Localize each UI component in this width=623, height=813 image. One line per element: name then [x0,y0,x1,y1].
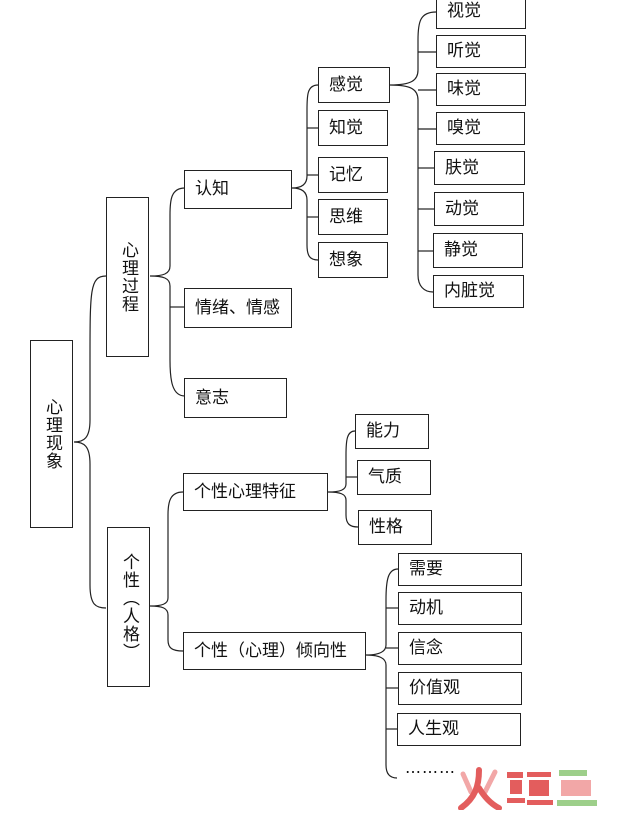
node-outlook-label: 人生观 [408,719,459,739]
node-smell: 嗅觉 [436,112,525,145]
node-taste: 味觉 [436,73,526,106]
node-character: 性格 [358,510,432,545]
node-process: 心理过程 [106,197,149,357]
node-taste-label: 味觉 [447,79,481,99]
node-traits: 个性心理特征 [183,473,328,511]
node-values-label: 价值观 [409,678,460,698]
node-memory-label: 记忆 [329,164,363,185]
node-motivation-label: 动机 [409,598,443,618]
node-cognition-label: 认知 [195,179,229,199]
node-will: 意志 [184,378,287,418]
node-personality: 个性（人格） [107,527,150,687]
node-skin-sense-label: 肤觉 [445,157,479,178]
node-root-label: 心理现象 [42,398,62,470]
node-hearing-label: 听觉 [447,41,481,61]
node-ability: 能力 [355,414,429,449]
carp-glyph-icon [507,772,553,805]
node-tendency: 个性（心理）倾向性 [183,632,366,670]
node-values: 价值观 [398,672,522,705]
node-cognition: 认知 [184,170,292,209]
node-ability-label: 能力 [366,421,400,441]
node-static-sense: 静觉 [433,233,523,268]
node-will-label: 意志 [195,387,229,408]
process-brace [149,187,186,397]
traits-brace [327,430,359,528]
node-kinesthesis: 动觉 [434,192,524,226]
sensation-brace [389,11,437,293]
node-memory: 记忆 [318,157,388,193]
node-skin-sense: 肤觉 [434,151,525,185]
root-brace [73,275,107,609]
node-traits-label: 个性心理特征 [194,481,296,502]
node-personality-label: 个性（人格） [119,553,139,661]
node-imagination: 想象 [318,242,388,278]
node-vision: 视觉 [436,0,526,29]
node-need: 需要 [398,553,522,586]
node-belief: 信念 [398,632,522,665]
node-root: 心理现象 [30,340,73,528]
node-thinking: 思维 [318,199,388,235]
node-character-label: 性格 [369,517,403,537]
node-visceral-sense-label: 内脏觉 [444,281,495,301]
node-sensation: 感觉 [318,67,390,103]
fire-icon [458,767,502,810]
node-outlook: 人生观 [397,713,521,746]
node-emotion-label: 情绪、情感 [195,297,280,318]
node-process-label: 心理过程 [118,241,138,313]
node-sensation-label: 感觉 [329,74,363,95]
node-belief-label: 信念 [409,638,443,658]
node-motivation: 动机 [398,592,522,625]
node-temperament-label: 气质 [368,467,402,487]
tendency-brace [365,568,399,779]
node-temperament: 气质 [357,460,431,495]
node-kinesthesis-label: 动觉 [445,198,479,219]
node-need-label: 需要 [409,559,443,579]
node-hearing: 听觉 [436,35,526,68]
node-smell-label: 嗅觉 [447,118,481,138]
node-vision-label: 视觉 [447,1,481,21]
node-visceral-sense: 内脏觉 [433,275,524,308]
personality-brace [149,491,184,652]
node-emotion: 情绪、情感 [184,288,292,328]
node-tendency-label: 个性（心理）倾向性 [194,640,347,661]
node-static-sense-label: 静觉 [444,240,478,260]
fish-glyph-icon [557,770,597,806]
node-perception-label: 知觉 [329,117,363,138]
ellipsis-text: ……… [405,758,456,777]
node-perception: 知觉 [318,110,388,146]
node-imagination-label: 想象 [329,249,363,270]
node-thinking-label: 思维 [329,206,363,227]
cognition-brace [291,84,319,261]
watermark-logo [458,767,597,810]
